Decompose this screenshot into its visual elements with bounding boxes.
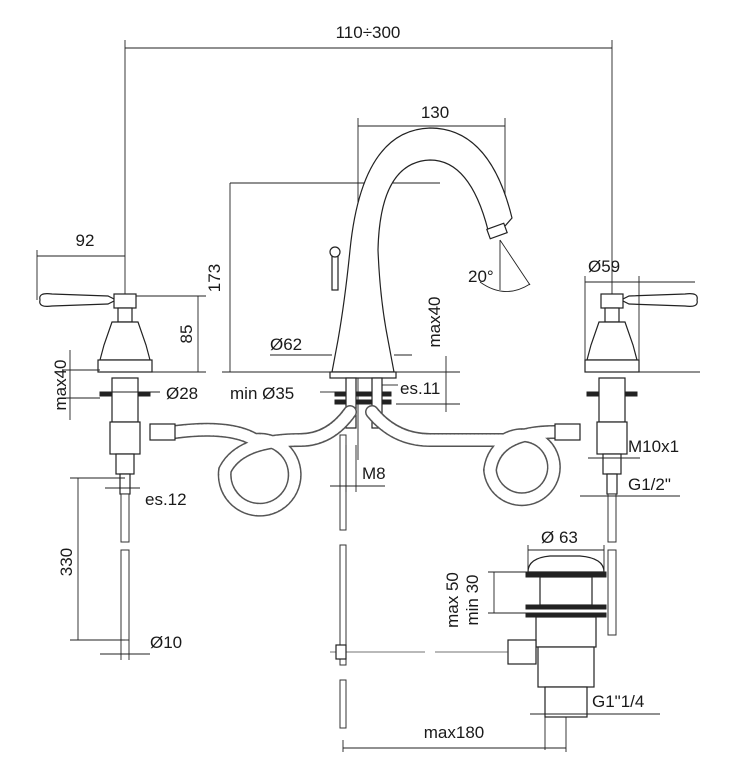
dimension-spout-wrench: es.11 [382,379,440,398]
svg-text:173: 173 [205,264,224,292]
dimension-spout-thread: M8 [330,445,386,492]
svg-text:M10x1: M10x1 [628,437,679,456]
dimension-pipe-length: 330 [57,477,125,641]
svg-text:es.11: es.11 [400,379,440,398]
dimension-drain-rod: max180 [342,717,567,752]
svg-text:max40: max40 [425,296,444,347]
svg-text:max180: max180 [424,723,484,742]
svg-text:Ø10: Ø10 [150,633,182,652]
dimension-drain-diameter: Ø 63 [527,528,605,572]
svg-text:130: 130 [421,103,449,122]
dimension-overall-spacing: 110÷300 [124,23,613,296]
dimension-handle-wrench: es.12 [105,487,187,509]
dimension-handle-max-thickness: max40 [51,350,100,420]
dimension-pipe-diameter: Ø10 [100,633,182,660]
svg-text:min Ø35: min Ø35 [230,384,294,403]
svg-text:Ø28: Ø28 [166,384,198,403]
svg-text:Ø 63: Ø 63 [541,528,578,547]
svg-text:max 50: max 50 [443,572,462,628]
svg-text:G1"1/4: G1"1/4 [592,692,644,711]
svg-text:es.12: es.12 [145,490,187,509]
svg-text:max40: max40 [51,359,70,410]
dimension-spout-base: Ø62 [270,335,412,356]
dimension-handle-height: 85 [136,295,206,373]
svg-text:85: 85 [177,325,196,344]
dimension-handle-hole: Ø28 [100,384,198,403]
dimension-connection-thread: G1/2" [580,475,680,497]
svg-text:G1/2": G1/2" [628,475,671,494]
pop-up-drain [330,555,607,718]
svg-text:20°: 20° [468,267,494,286]
dimension-height: 173 [205,182,440,373]
dimension-handle-base: Ø59 [584,257,700,373]
svg-text:Ø59: Ø59 [588,257,620,276]
svg-text:110÷300: 110÷300 [336,23,401,42]
svg-text:min 30: min 30 [463,574,482,625]
dimension-spout-hole: min Ø35 [230,384,335,403]
right-handle-valve [584,293,698,636]
svg-text:92: 92 [76,231,95,250]
dimension-spout-max-thickness: max40 [396,296,460,412]
braided-hoses [149,405,581,517]
svg-text:M8: M8 [362,464,386,483]
left-handle-valve [39,293,153,641]
dimension-handle-thread: M10x1 [588,437,679,459]
dimension-handle-reach: 92 [36,231,125,300]
svg-text:Ø62: Ø62 [270,335,302,354]
dimension-spout-angle: 20° [468,239,531,292]
dimension-drain-thread: G1"1/4 [530,692,660,750]
dimension-drain-range: max 50 min 30 [443,571,526,628]
svg-text:330: 330 [57,548,76,576]
spout [329,127,513,729]
